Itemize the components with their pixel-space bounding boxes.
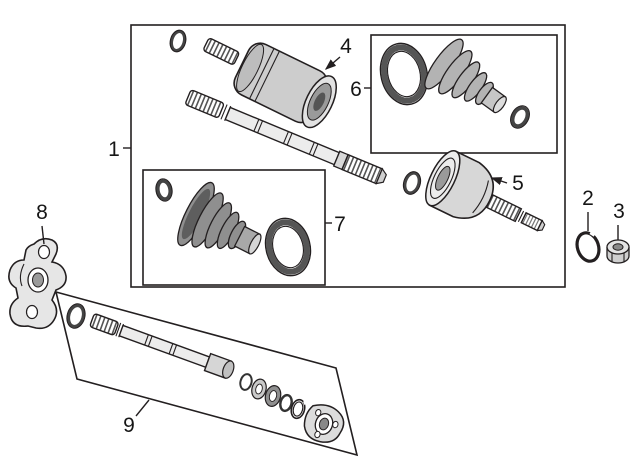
cv-boot-6 <box>424 38 507 114</box>
inner-cv-joint-stub <box>203 38 240 65</box>
intermediate-shaft <box>89 313 235 379</box>
shaft-snap-ring-right <box>402 171 422 195</box>
cv-boot-7 <box>177 181 262 255</box>
callout-1-label: 1 <box>108 138 120 161</box>
boot-clamp-small-7 <box>155 178 173 202</box>
callout-2-label: 2 <box>582 187 594 210</box>
shaft-washer-1 <box>239 373 253 391</box>
inner-cv-joint-housing <box>233 42 337 129</box>
retaining-ring <box>575 227 601 263</box>
boot-kit-box-7 <box>142 169 326 286</box>
mounting-bracket <box>8 237 67 330</box>
callout-8-leader <box>41 225 45 245</box>
callout-5-label: 5 <box>512 172 524 195</box>
boot-clamp-small-6 <box>510 105 530 129</box>
assembly-box-1 <box>130 24 566 288</box>
shaft-washer-2 <box>279 393 293 413</box>
callout-3-label: 3 <box>613 200 625 223</box>
callout-5-arrow <box>490 177 508 186</box>
callout-8-label: 8 <box>36 201 48 224</box>
shaft-seal-1 <box>251 378 267 400</box>
callout-7-label: 7 <box>334 213 346 236</box>
intermediate-shaft-o-ring <box>66 303 86 329</box>
shaft-snap-ring <box>290 398 309 420</box>
outer-cv-joint <box>425 150 546 232</box>
callout-4-arrow <box>324 56 341 70</box>
shaft-o-ring-left <box>169 29 187 53</box>
axle-shaft <box>185 89 387 185</box>
boot-clamp-large-7 <box>264 217 312 277</box>
intermediate-shaft-box-9 <box>54 290 359 457</box>
axle-nut <box>606 239 630 264</box>
callout-9-leader <box>135 399 150 417</box>
shaft-seal-2 <box>264 385 282 407</box>
callout-4-label: 4 <box>340 35 352 58</box>
shaft-support-flange <box>303 404 345 443</box>
boot-kit-box-6 <box>370 34 558 154</box>
callout-9-label: 9 <box>123 414 135 437</box>
callout-6-label: 6 <box>350 78 362 101</box>
boot-clamp-large-6 <box>379 42 429 106</box>
